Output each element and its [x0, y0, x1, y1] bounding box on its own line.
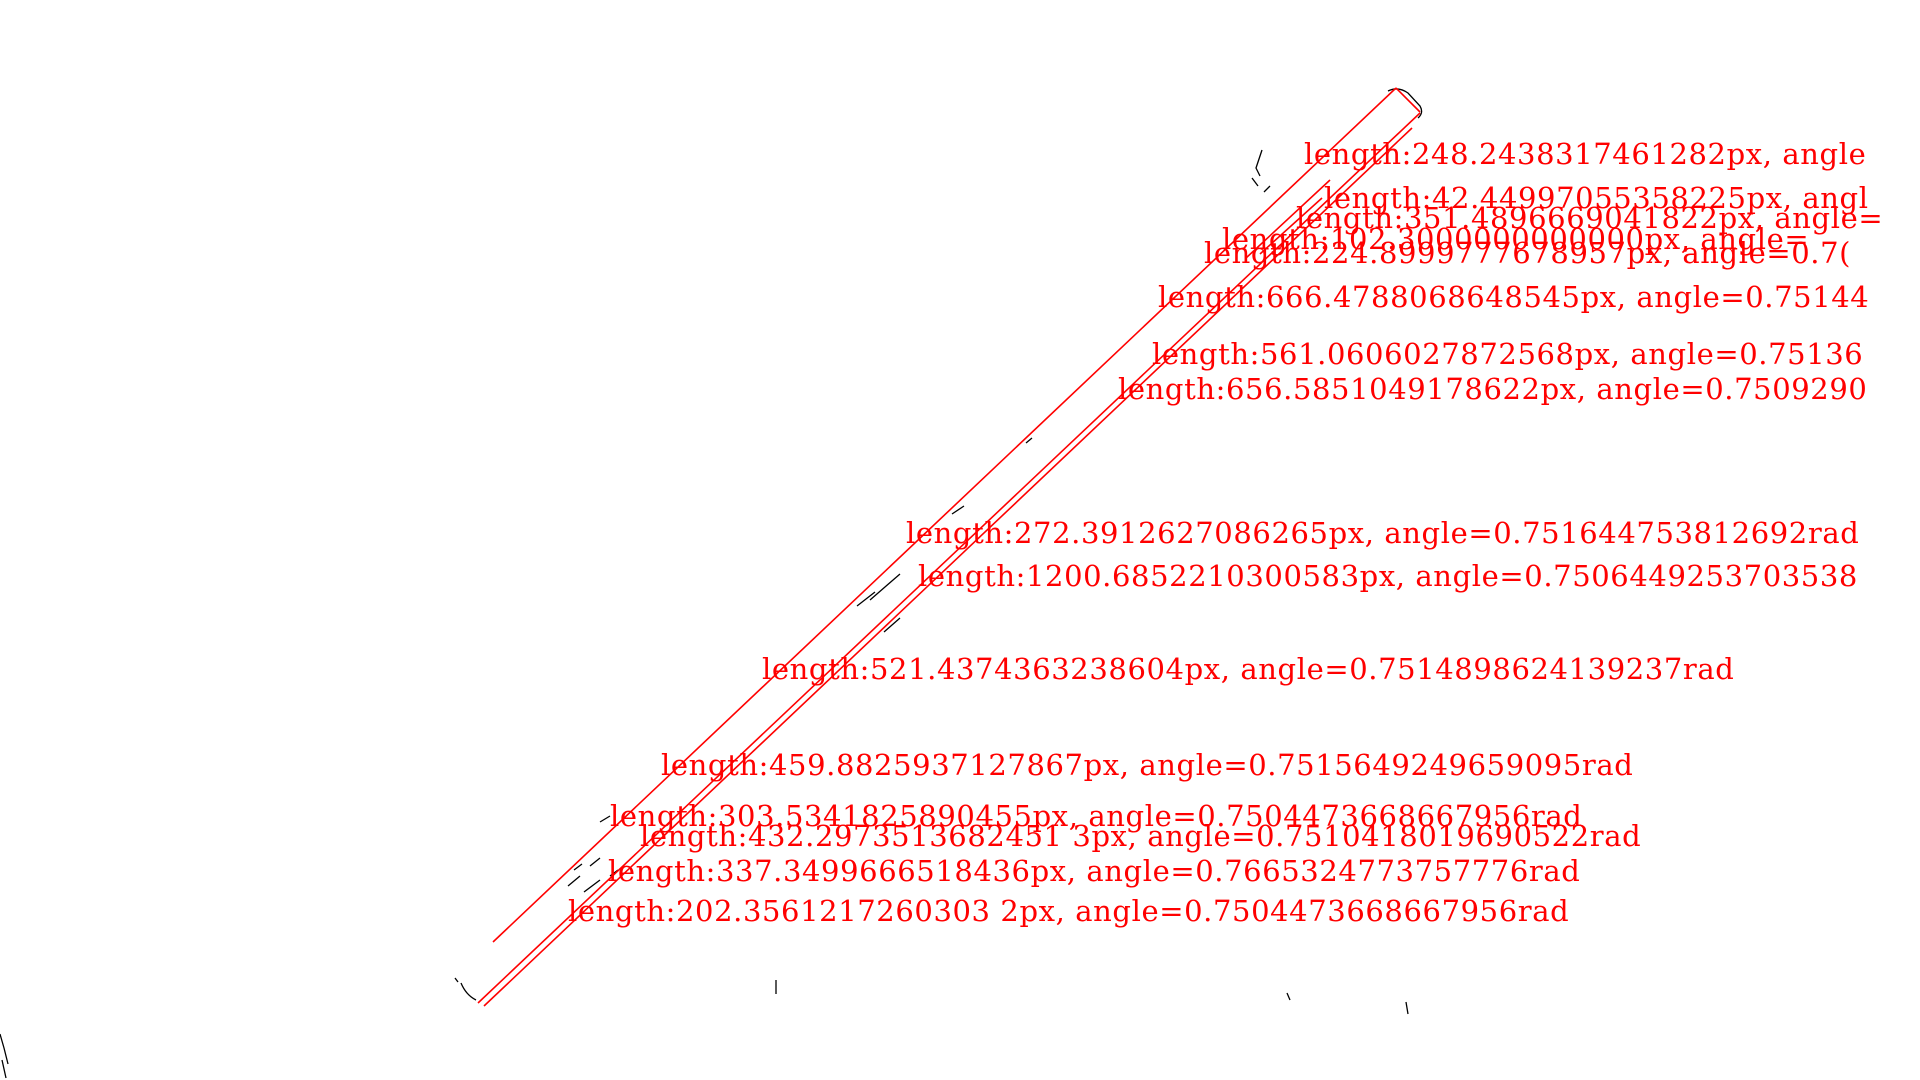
line-annotation: length:224.8999777678957px, angle=0.7(	[1204, 235, 1852, 270]
line-annotation: length:102.3000000000000px, angle=	[1222, 221, 1810, 256]
rod-top-cap	[1387, 88, 1423, 119]
line-annotation: length:337.3499666518436px, angle=0.7665…	[608, 853, 1581, 888]
line-annotation: length:42.44997055358225px, angl	[1324, 180, 1869, 215]
line-annotation: length:1200.6852210300583px, angle=0.750…	[918, 558, 1858, 593]
edge-fragment-low	[567, 815, 619, 893]
line-annotation: length:303.5341825890455px, angle=0.7504…	[610, 798, 1583, 833]
line-segment	[483, 127, 1413, 1007]
line-segment	[1259, 197, 1323, 255]
line-annotation: length:272.3912627086265px, angle=0.7516…	[906, 515, 1860, 550]
line-segment	[1395, 87, 1421, 113]
edge-fragment-left	[454, 977, 459, 983]
edge-fragment-dot-3	[1405, 1001, 1409, 1015]
edge-fragment-mid	[856, 437, 1033, 633]
detected-lines	[477, 87, 1421, 1007]
edge-fragment-dot-2	[1286, 992, 1291, 1001]
edge-outlines	[0, 88, 1423, 1079]
line-segment	[477, 112, 1421, 1004]
line-segment	[492, 87, 1397, 943]
line-annotation: length:432.2973513682451 3px, angle=0.75…	[640, 818, 1642, 853]
line-annotation: length:561.0606027872568px, angle=0.7513…	[1152, 336, 1864, 371]
line-annotation: length:666.4788068648545px, angle=0.7514…	[1158, 279, 1870, 314]
edge-fragment-corner	[0, 1033, 9, 1079]
line-annotation: length:521.4374363238604px, angle=0.7514…	[762, 651, 1735, 686]
line-annotation: length:459.8825937127867px, angle=0.7515…	[661, 747, 1634, 782]
line-annotation: length:656.5851049178622px, angle=0.7509…	[1118, 371, 1868, 406]
edge-fragment-top	[1251, 149, 1271, 193]
line-segment	[1245, 179, 1331, 259]
line-annotation: length:248.2438317461282px, angle	[1304, 136, 1867, 171]
rod-bottom-cap	[460, 982, 477, 1001]
line-annotation: length:202.3561217260303 2px, angle=0.75…	[568, 893, 1570, 928]
line-annotation: length:351.4896669041822px, angle=	[1296, 200, 1884, 235]
